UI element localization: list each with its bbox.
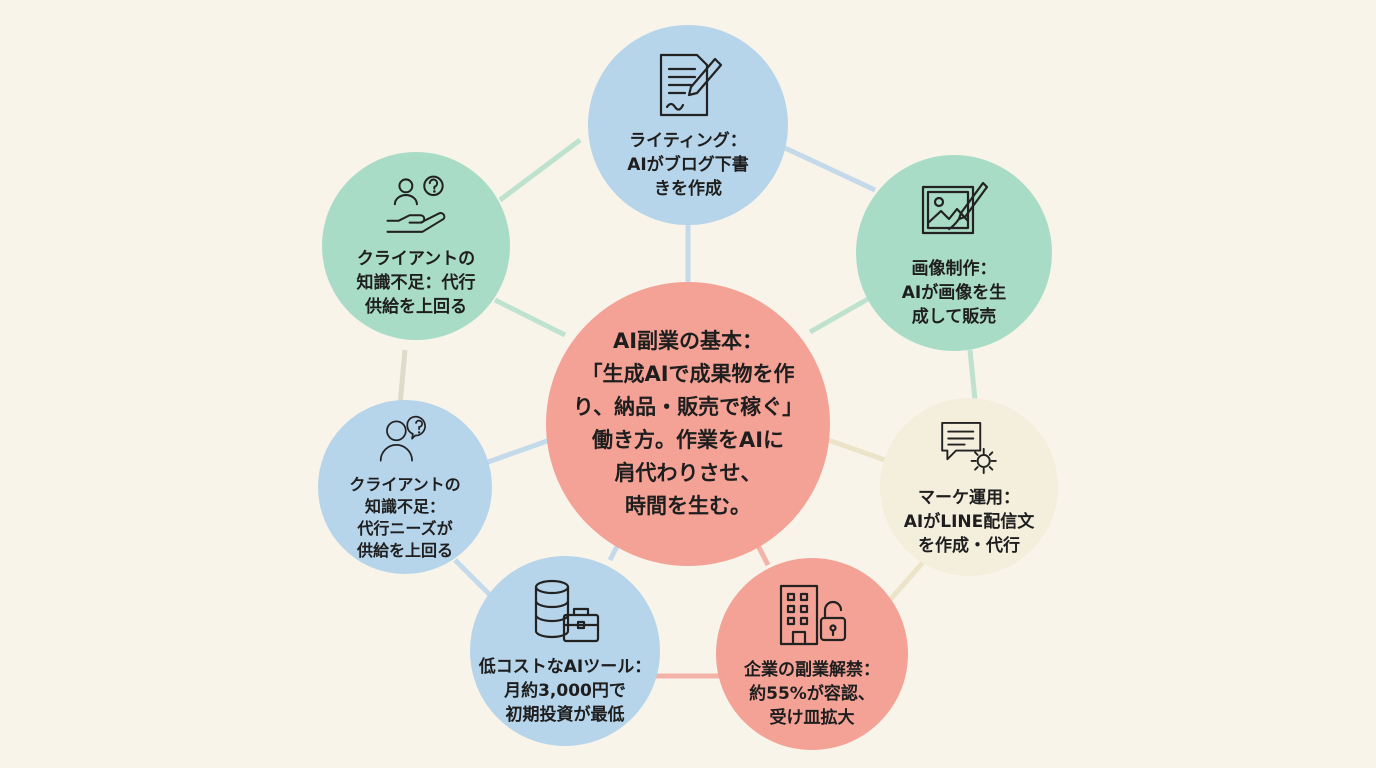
hand-user-question-icon [382,173,450,241]
node-tools: 低コストなAIツール： 月約3,000円で 初期投資が最低 [470,556,660,746]
node-corporate: 企業の副業解禁： 約55%が容認、 受け皿拡大 [716,558,908,750]
center-node: AI副業の基本： 「生成AIで成果物を作り、納品・販売で稼ぐ」 働き方。作業をA… [546,282,830,566]
user-question-icon [376,412,434,470]
document-pen-icon [651,49,725,123]
image-label: 画像制作： AIが画像を生 成して販売 [901,259,1007,327]
node-marketing: マーケ運用： AIがLINE配信文 を作成・代行 [880,398,1058,576]
center-text: AI副業の基本： 「生成AIで成果物を作り、納品・販売で稼ぐ」 働き方。作業をA… [572,329,804,518]
node-image: 画像制作： AIが画像を生 成して販売 [856,155,1052,351]
building-unlock-icon [775,578,849,652]
ring-segment-writing-image [783,145,877,193]
ring-segment-clientneed-tools [453,558,492,597]
ring-segment-clientsupply-clientneed [397,349,408,406]
database-briefcase-icon [528,575,602,649]
corporate-label: 企業の副業解禁： 約55%が容認、 受け皿拡大 [744,660,880,728]
picture-brush-icon [917,177,991,251]
ring-segment-writing-clientsupply [498,138,582,202]
ring-segment-image-marketing [967,349,978,401]
client-need-label: クライアントの 知識不足： 代行ニーズが 供給を上回る [349,475,461,560]
ring-segment-marketing-corporate [888,558,927,602]
marketing-label: マーケ運用： AIがLINE配信文 を作成・代行 [903,488,1035,556]
tools-label: 低コストなAIツール： 月約3,000円で 初期投資が最低 [478,657,652,725]
spoke-marketing [827,437,886,463]
node-writing: ライティング： AIがブログ下書 きを作成 [588,25,788,225]
spoke-clientsupply [493,297,567,338]
node-client-need: クライアントの 知識不足： 代行ニーズが 供給を上回る [318,400,492,574]
chat-gear-icon [937,416,1001,480]
node-client-supply: クライアントの 知識不足：代行 供給を上回る [322,152,510,340]
client-supply-label: クライアントの 知識不足：代行 供給を上回る [356,249,476,317]
writing-label: ライティング： AIがブログ下書 きを作成 [627,131,749,199]
spoke-clientneed [487,437,551,465]
spoke-image [808,292,877,335]
